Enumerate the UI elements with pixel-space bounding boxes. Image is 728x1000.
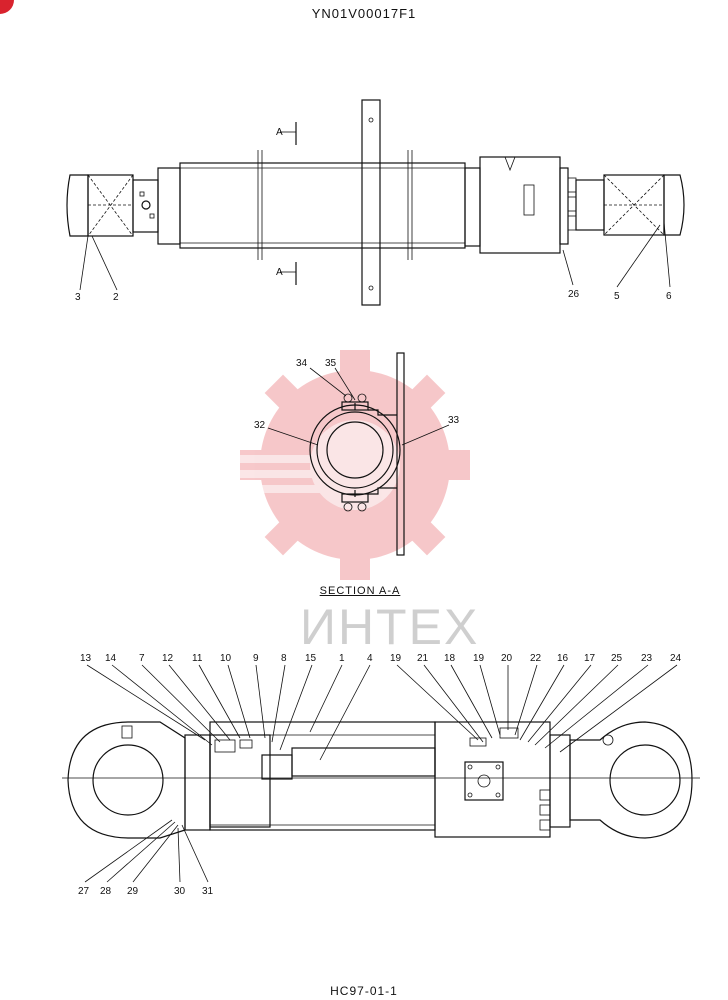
top-view-callouts: 3 2 26 5 6 bbox=[75, 289, 672, 303]
detail-bottom-leader-lines bbox=[84, 819, 209, 883]
section-arrow-label-top: A bbox=[276, 127, 283, 138]
callout-35: 35 bbox=[325, 358, 337, 369]
callout-22: 22 bbox=[530, 653, 542, 664]
callout-16: 16 bbox=[557, 653, 569, 664]
callout-33: 33 bbox=[448, 415, 460, 426]
callout-23: 23 bbox=[641, 653, 653, 664]
watermark-text: ИНТЕХ bbox=[300, 599, 480, 655]
detail-bottom-callouts: 27 28 29 30 31 bbox=[78, 886, 214, 897]
section-arrow-label-bottom: A bbox=[276, 267, 283, 278]
callout-9: 9 bbox=[253, 653, 259, 664]
callout-13: 13 bbox=[80, 653, 92, 664]
document-code: YN01V00017F1 bbox=[311, 6, 417, 21]
detail-top-leader-lines bbox=[86, 664, 678, 761]
callout-27: 27 bbox=[78, 886, 90, 897]
callout-17: 17 bbox=[584, 653, 596, 664]
callout-10: 10 bbox=[220, 653, 232, 664]
section-callouts: 34 35 32 33 bbox=[254, 358, 460, 431]
section-leader-lines bbox=[267, 367, 450, 446]
callout-19b: 19 bbox=[473, 653, 485, 664]
callout-31: 31 bbox=[202, 886, 214, 897]
detail-top-callouts: 13 14 7 12 11 10 9 8 15 1 4 19 21 18 19 … bbox=[80, 653, 682, 664]
section-title: SECTION A-A bbox=[319, 585, 401, 597]
callout-30: 30 bbox=[174, 886, 186, 897]
callout-8: 8 bbox=[281, 653, 287, 664]
callout-1: 1 bbox=[339, 653, 345, 664]
top-view-cylinder bbox=[66, 99, 685, 306]
callout-15: 15 bbox=[305, 653, 317, 664]
callout-28: 28 bbox=[100, 886, 112, 897]
detail-view-cylinder bbox=[62, 721, 700, 839]
callout-24: 24 bbox=[670, 653, 682, 664]
callout-32: 32 bbox=[254, 420, 266, 431]
callout-21: 21 bbox=[417, 653, 429, 664]
section-view bbox=[309, 352, 405, 556]
callout-25: 25 bbox=[611, 653, 623, 664]
callout-19a: 19 bbox=[390, 653, 402, 664]
callout-6: 6 bbox=[666, 291, 672, 302]
callout-4: 4 bbox=[367, 653, 373, 664]
callout-11: 11 bbox=[192, 653, 203, 664]
callout-5: 5 bbox=[614, 291, 620, 302]
callout-20: 20 bbox=[501, 653, 513, 664]
callout-18: 18 bbox=[444, 653, 456, 664]
callout-26: 26 bbox=[568, 289, 580, 300]
callout-7: 7 bbox=[139, 653, 145, 664]
callout-29: 29 bbox=[127, 886, 139, 897]
callout-34: 34 bbox=[296, 358, 308, 369]
callout-14: 14 bbox=[105, 653, 117, 664]
sheet-code: HC97-01-1 bbox=[330, 984, 398, 998]
top-view-leader-lines bbox=[79, 221, 671, 291]
callout-3: 3 bbox=[75, 292, 81, 303]
callout-2: 2 bbox=[113, 292, 119, 303]
callout-12: 12 bbox=[162, 653, 174, 664]
